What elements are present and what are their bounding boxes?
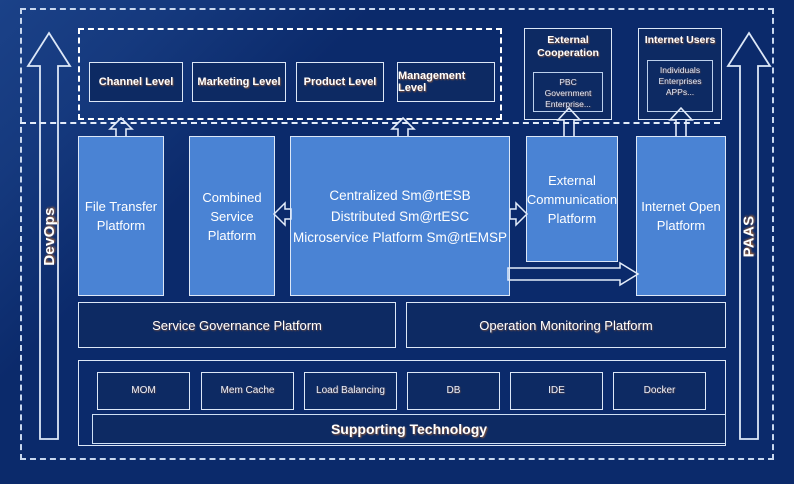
tech-box-docker[interactable]: Docker [613,372,706,410]
external-cooperation-title: External Cooperation [537,34,599,59]
tech-box-mom[interactable]: MOM [97,372,190,410]
devops-label: DevOps [40,206,58,266]
level-label: Product Level [303,76,377,88]
tech-box-mem-cache[interactable]: Mem Cache [201,372,294,410]
governance-label: Operation Monitoring Platform [479,317,653,333]
long-right-arrow-icon [507,261,640,287]
internet-users-title: Internet Users [644,34,716,46]
technology-container: MOM Mem Cache Load Balancing DB IDE Dock… [78,360,726,446]
internet-users-group[interactable]: Internet Users Individuals Enterprises A… [638,28,722,120]
devops-pillar: DevOps [26,30,72,442]
level-box-channel[interactable]: Channel Level [89,62,183,102]
tech-label: Docker [643,385,676,396]
paas-label: PAAS [740,215,758,257]
up-arrow-icon [726,31,772,440]
tech-label: Mem Cache [220,385,275,396]
level-box-product[interactable]: Product Level [296,62,384,102]
external-cooperation-detail: PBC Government Enterprise... [533,72,603,112]
paas-pillar: PAAS [726,30,772,442]
platform-external-communication[interactable]: External Communication Platform [526,136,618,262]
platform-label: Combined Service Platform [202,189,262,243]
tech-box-load-balancing[interactable]: Load Balancing [304,372,397,410]
governance-label: Service Governance Platform [152,317,322,333]
level-label: Management Level [398,70,466,94]
internet-users-detail: Individuals Enterprises APPs... [647,60,713,112]
platform-label: File Transfer Platform [84,199,158,233]
left-arrow-icon [272,201,292,227]
devops-label-wrap: DevOps [26,30,72,442]
tech-label: IDE [548,385,565,396]
external-cooperation-group[interactable]: External Cooperation PBC Government Ente… [524,28,612,120]
connector-up-arrow-icon [556,106,582,139]
operation-monitoring-platform[interactable]: Operation Monitoring Platform [406,302,726,348]
business-level-band [78,28,502,120]
service-governance-platform[interactable]: Service Governance Platform [78,302,396,348]
up-arrow-icon [26,31,72,440]
tech-box-ide[interactable]: IDE [510,372,603,410]
platform-file-transfer[interactable]: File Transfer Platform [78,136,164,296]
outer-dashed-frame [20,8,774,460]
platform-combined-service[interactable]: Combined Service Platform [189,136,275,296]
level-box-management[interactable]: Management Level [397,62,495,102]
band-separator [20,122,720,124]
supporting-technology-banner: Supporting Technology [92,414,726,444]
paas-label-wrap: PAAS [726,30,772,442]
tech-box-db[interactable]: DB [407,372,500,410]
level-box-marketing[interactable]: Marketing Level [192,62,286,102]
level-label: Channel Level [98,76,174,88]
platform-internet-open[interactable]: Internet Open Platform [636,136,726,296]
level-label: Marketing Level [197,76,281,88]
platform-label: External Communication Platform [526,172,618,226]
tech-label: Load Balancing [316,385,385,396]
tech-label: DB [446,385,461,396]
supporting-technology-label: Supporting Technology [330,421,488,437]
connector-up-arrow-icon [668,106,694,139]
platform-label: Internet Open Platform [641,199,721,233]
tech-label: MOM [131,385,156,396]
right-arrow-icon [509,201,529,227]
